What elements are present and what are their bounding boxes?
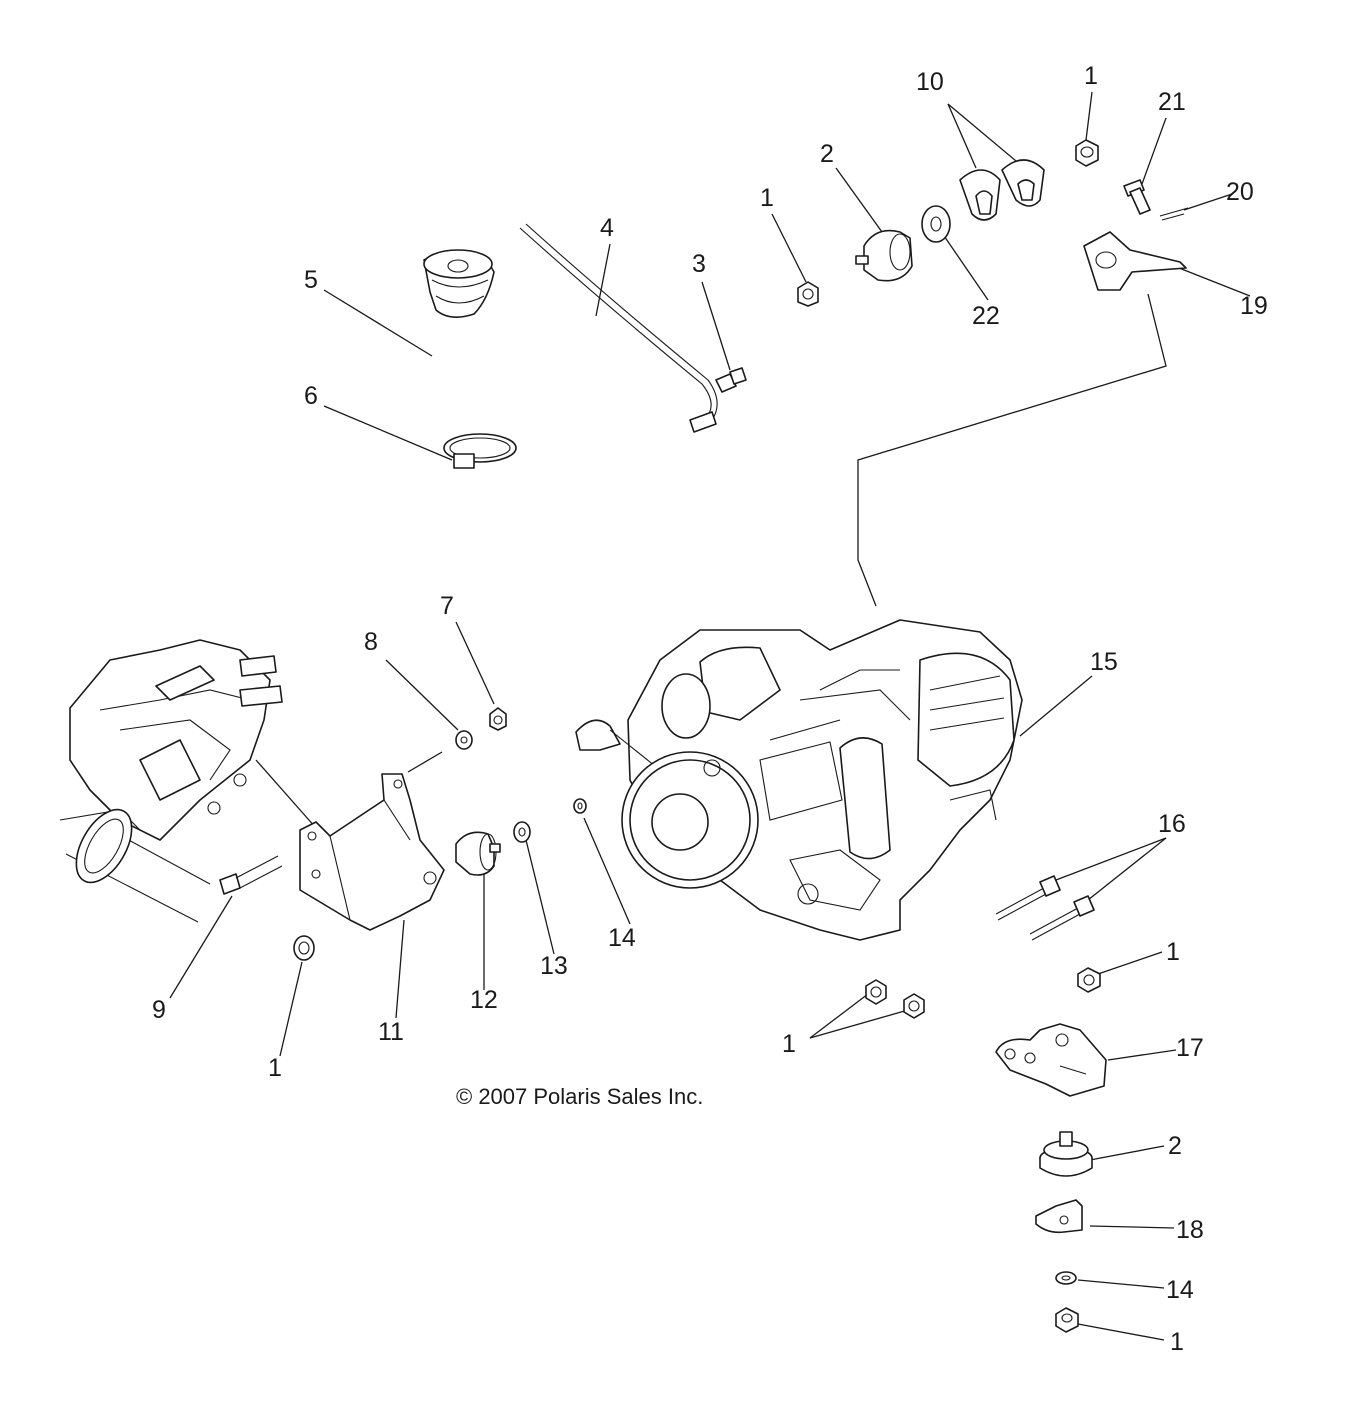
callout-18: 18 [1176, 1216, 1204, 1244]
callout-13: 13 [540, 952, 568, 980]
nut-part-1-bottom [1055, 1307, 1079, 1333]
callout-21: 21 [1158, 88, 1186, 116]
callout-20: 20 [1226, 178, 1254, 206]
bracket-part-19 [1083, 231, 1187, 291]
bracket-part-17 [995, 1023, 1107, 1097]
bolt-part-9 [219, 855, 283, 895]
bolt-part-3 [715, 367, 747, 393]
bolt-part-21 [1123, 179, 1151, 215]
pin-part-20 [1159, 207, 1189, 221]
callout-16: 16 [1158, 810, 1186, 838]
callout-22: 22 [972, 302, 1000, 330]
washer-part-13 [513, 821, 531, 843]
nut-part-7 [489, 707, 507, 731]
callout-1: 1 [1166, 938, 1180, 966]
nut-part-1-top [1075, 139, 1099, 167]
mount-part-2-top [855, 229, 913, 282]
callout-labels: 10 1 21 2 20 1 4 3 5 19 22 6 7 8 15 16 1… [152, 62, 1268, 1356]
boot-part-5 [423, 249, 495, 318]
shim-part-10 [959, 159, 1045, 221]
mount-part-12 [455, 831, 501, 876]
mount-part-2-bottom [1039, 1131, 1093, 1177]
callout-2: 2 [820, 140, 834, 168]
bracket-part-11 [299, 773, 445, 931]
nut-part-1-mid [865, 979, 925, 1019]
callout-9: 9 [152, 996, 166, 1024]
washer-part-14-mid [573, 798, 587, 814]
callout-14: 14 [608, 924, 636, 952]
transmission-assembly [59, 639, 283, 923]
callout-2: 2 [1168, 1132, 1182, 1160]
washer-part-14-bottom [1055, 1271, 1077, 1285]
nut-part-1-upper [797, 281, 819, 307]
callout-1: 1 [268, 1054, 282, 1082]
callout-17: 17 [1176, 1034, 1204, 1062]
clamp-part-6 [443, 433, 517, 469]
callout-19: 19 [1240, 292, 1268, 320]
callout-15: 15 [1090, 648, 1118, 676]
nut-part-1-left [293, 935, 315, 961]
callout-14: 14 [1166, 1276, 1194, 1304]
copyright-notice: © 2007 Polaris Sales Inc. [456, 1084, 703, 1109]
callout-3: 3 [692, 250, 706, 278]
callout-1: 1 [1170, 1328, 1184, 1356]
washer-part-22 [921, 205, 951, 243]
bolt-part-16 [995, 875, 1095, 941]
callout-7: 7 [440, 592, 454, 620]
callout-4: 4 [600, 214, 614, 242]
callout-12: 12 [470, 986, 498, 1014]
callout-5: 5 [304, 266, 318, 294]
washer-part-8 [455, 730, 473, 750]
callout-8: 8 [364, 628, 378, 656]
plate-part-18 [1035, 1199, 1083, 1234]
callout-1: 1 [782, 1030, 796, 1058]
engine-part-15 [575, 619, 1023, 941]
callout-1: 1 [1084, 62, 1098, 90]
callout-1: 1 [760, 184, 774, 212]
cable-part-4 [519, 223, 718, 433]
callout-11: 11 [378, 1018, 404, 1046]
nut-part-1-right [1077, 967, 1101, 993]
callout-6: 6 [304, 382, 318, 410]
leader-lines [169, 91, 1251, 1341]
callout-10: 10 [916, 68, 944, 96]
